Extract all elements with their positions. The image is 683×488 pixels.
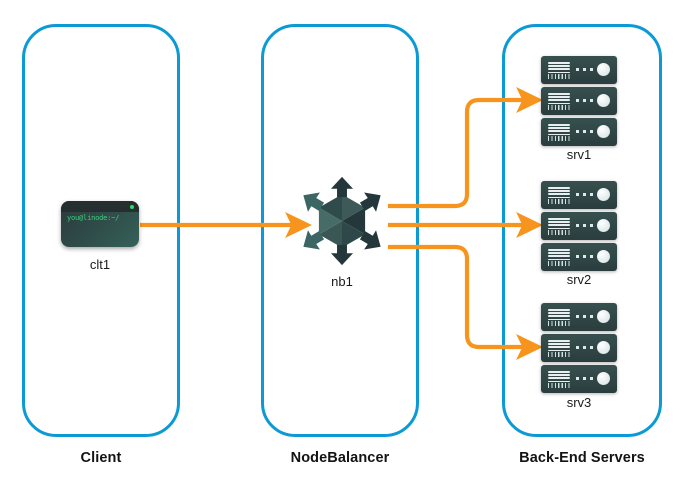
rack-dots-icon: [576, 130, 594, 133]
rack-dots-icon: [576, 377, 594, 380]
rack-bars-icon: [548, 218, 570, 231]
rack-bars-icon: [548, 93, 570, 106]
rack-ticks-icon: [548, 136, 570, 141]
rack-dots-icon: [576, 255, 594, 258]
rack-unit: [541, 212, 617, 240]
zone-backend-servers: [502, 24, 662, 437]
rack-power-icon: [597, 250, 610, 263]
rack-unit: [541, 365, 617, 393]
rack-power-icon: [597, 188, 610, 201]
rack-unit: [541, 303, 617, 331]
node-nb1[interactable]: [296, 175, 388, 272]
rack-unit: [541, 181, 617, 209]
rack-dots-icon: [576, 346, 594, 349]
terminal-status-dot-icon: [129, 204, 134, 209]
zone-label-nodebalancer: NodeBalancer: [290, 450, 390, 466]
node-srv2[interactable]: [541, 181, 617, 271]
node-label-srv3: srv3: [566, 395, 592, 410]
rack-dots-icon: [576, 99, 594, 102]
rack-dots-icon: [576, 224, 594, 227]
rack-bars-icon: [548, 187, 570, 200]
zone-label-client: Client: [80, 450, 122, 466]
rack-ticks-icon: [548, 383, 570, 388]
node-label-srv1: srv1: [566, 147, 592, 162]
zone-client: [22, 24, 180, 437]
nodebalancer-icon: [303, 176, 381, 266]
rack-unit: [541, 87, 617, 115]
rack-ticks-icon: [548, 230, 570, 235]
rack-ticks-icon: [548, 105, 570, 110]
rack-power-icon: [597, 341, 610, 354]
rack-power-icon: [597, 310, 610, 323]
rack-power-icon: [597, 372, 610, 385]
rack-bars-icon: [548, 309, 570, 322]
connector-nb1-srv1: [388, 86, 543, 209]
node-srv1[interactable]: [541, 56, 617, 146]
rack-bars-icon: [548, 340, 570, 353]
terminal-icon: you@linode:~/: [61, 201, 139, 247]
rack-bars-icon: [548, 62, 570, 75]
zone-label-backend-servers: Back-End Servers: [519, 450, 645, 466]
rack-ticks-icon: [548, 199, 570, 204]
connector-nb1-srv3: [388, 244, 543, 361]
terminal-prompt-text: you@linode:~/: [67, 214, 120, 222]
terminal-titlebar: [61, 201, 139, 212]
node-label-clt1: clt1: [89, 257, 111, 272]
rack-bars-icon: [548, 249, 570, 262]
rack-power-icon: [597, 94, 610, 107]
rack-dots-icon: [576, 68, 594, 71]
rack-dots-icon: [576, 315, 594, 318]
rack-unit: [541, 243, 617, 271]
rack-ticks-icon: [548, 74, 570, 79]
rack-power-icon: [597, 63, 610, 76]
rack-bars-icon: [548, 371, 570, 384]
rack-bars-icon: [548, 124, 570, 137]
node-label-nb1: nb1: [331, 274, 353, 289]
zone-nodebalancer: [261, 24, 419, 437]
rack-dots-icon: [576, 193, 594, 196]
rack-unit: [541, 118, 617, 146]
rack-power-icon: [597, 125, 610, 138]
rack-unit: [541, 56, 617, 84]
rack-power-icon: [597, 219, 610, 232]
node-srv3[interactable]: [541, 303, 617, 393]
node-label-srv2: srv2: [566, 272, 592, 287]
rack-ticks-icon: [548, 352, 570, 357]
rack-ticks-icon: [548, 321, 570, 326]
rack-unit: [541, 334, 617, 362]
rack-ticks-icon: [548, 261, 570, 266]
